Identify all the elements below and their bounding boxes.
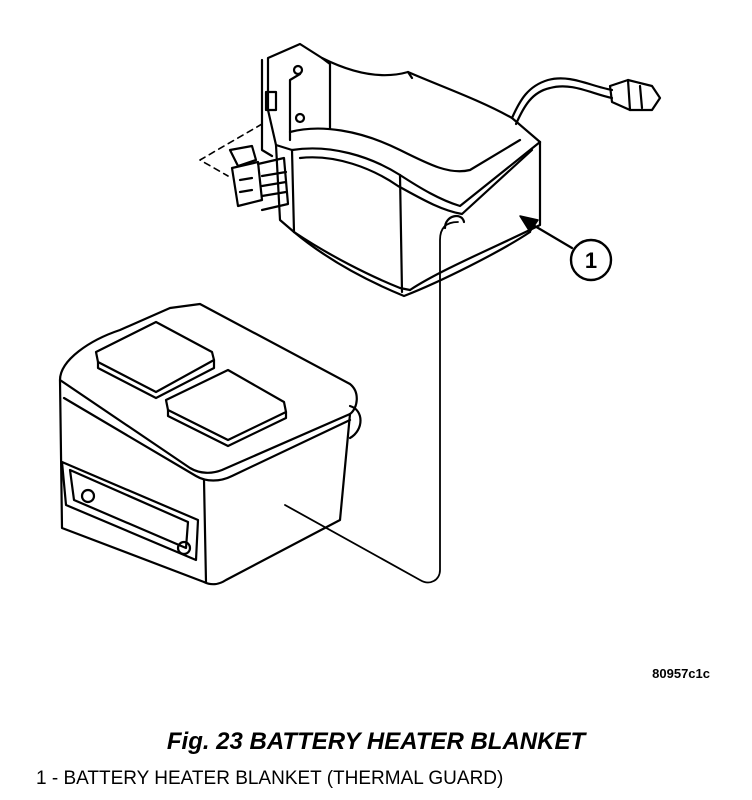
- drawing-id: 80957c1c: [652, 666, 710, 681]
- legend-item: 1 - BATTERY HEATER BLANKET (THERMAL GUAR…: [36, 768, 504, 789]
- callout-circle: [569, 238, 613, 282]
- battery: [58, 302, 362, 586]
- figure-caption: Fig. 23 BATTERY HEATER BLANKET: [166, 728, 586, 755]
- battery-heater-blanket-illustration: 1: [58, 42, 662, 586]
- callout-number: 1: [585, 248, 597, 273]
- leader-line: [284, 221, 459, 584]
- callout-arrow: [526, 220, 574, 250]
- alignment-line: [199, 123, 263, 177]
- thermal-guard: [228, 42, 662, 298]
